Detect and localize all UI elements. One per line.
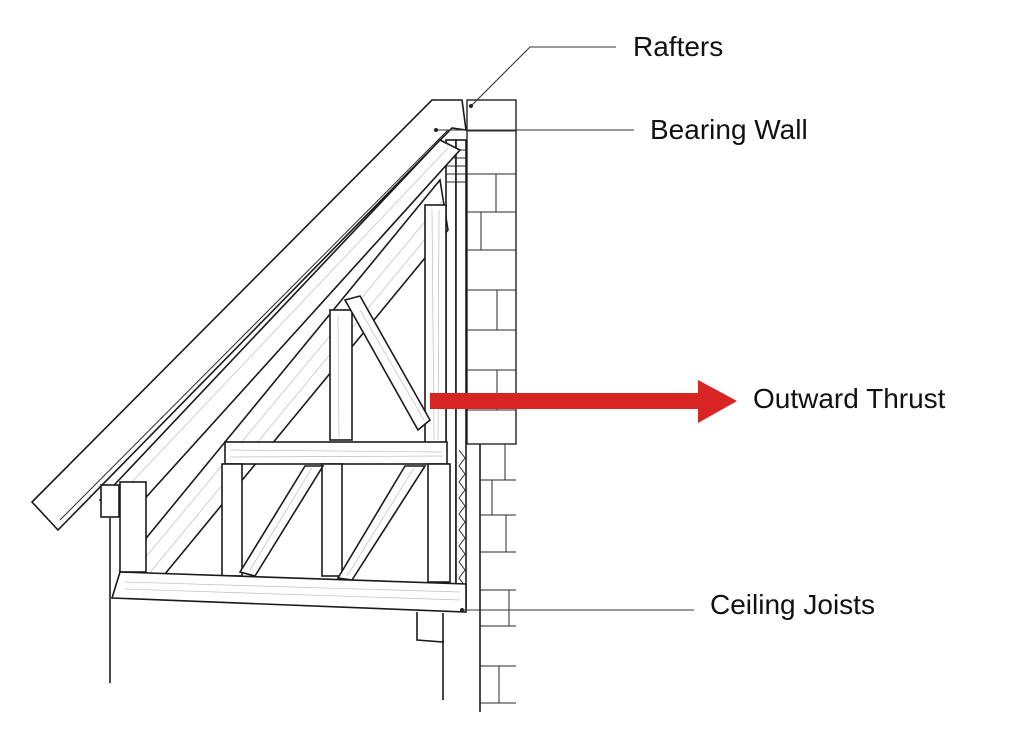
label-ceiling-joists: Ceiling Joists (710, 589, 875, 620)
ceiling-joist (110, 571, 467, 613)
rafters-leader (470, 46, 616, 107)
eave-detail (100, 481, 147, 683)
label-rafters: Rafters (633, 31, 724, 62)
diagonal-rafters (98, 139, 462, 581)
label-bearing-wall: Bearing Wall (650, 114, 808, 145)
web-members-upper (329, 295, 432, 441)
lower-wall (479, 443, 516, 712)
collar-tie (224, 441, 448, 465)
outward-thrust-arrow (430, 380, 737, 423)
leader-lines (434, 46, 694, 612)
label-outward-thrust: Outward Thrust (753, 383, 946, 414)
web-members-lower (221, 463, 451, 583)
lower-support (416, 612, 444, 700)
bearing-wall (466, 99, 517, 445)
